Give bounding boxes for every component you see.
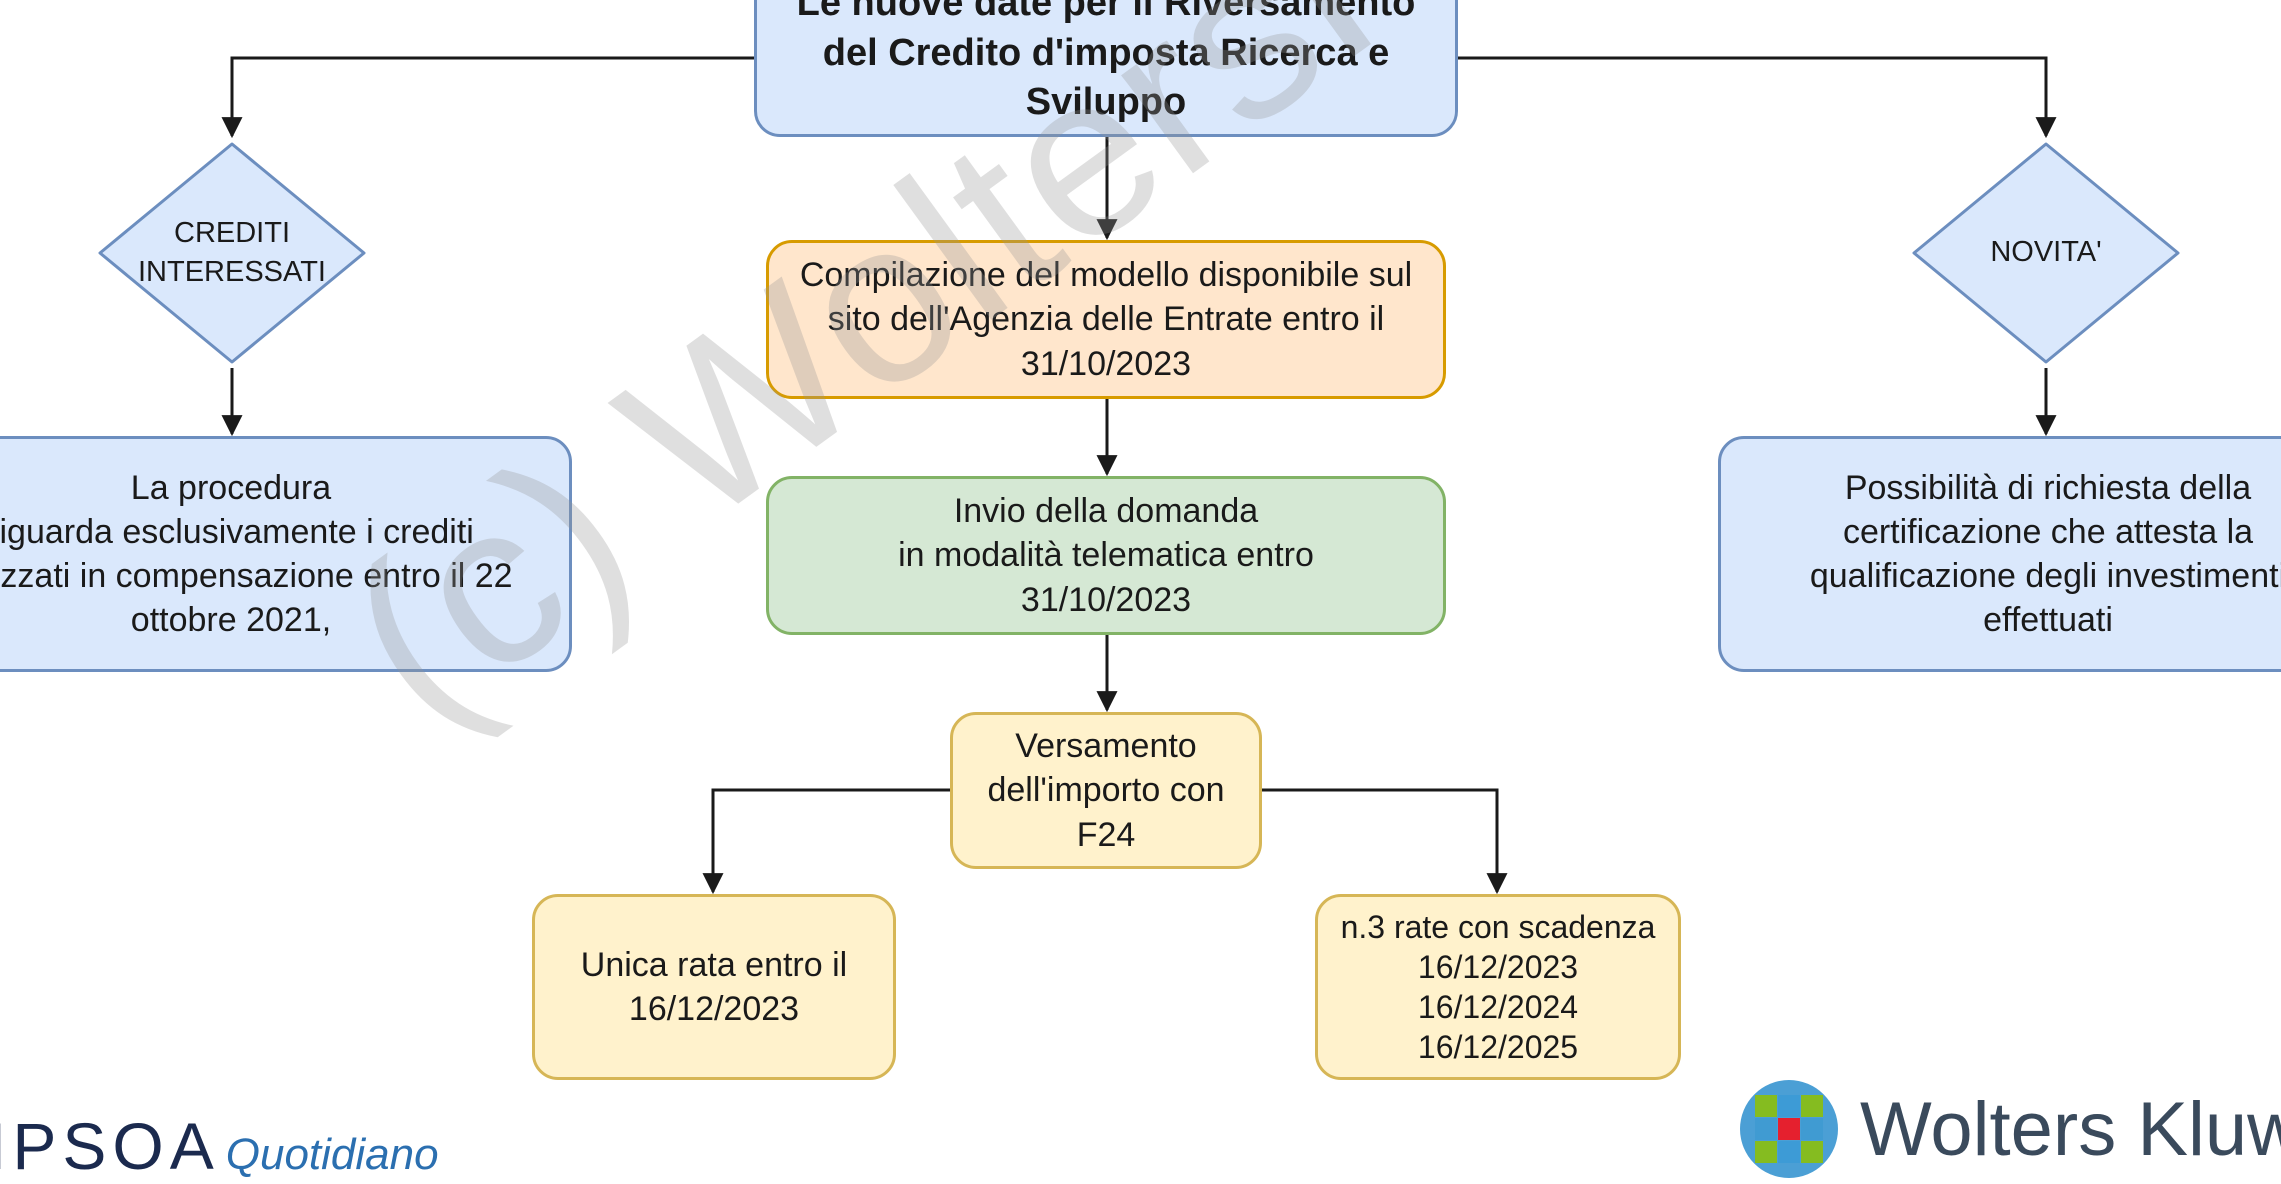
edge-title-to-crediti <box>221 56 754 139</box>
compilazione-text: Compilazione del modello disponibile sul… <box>799 256 1413 383</box>
decision-crediti-interessati: CREDITI INTERESSATI <box>96 140 368 366</box>
versamento-node: Versamento dell'importo con F24 <box>950 712 1262 869</box>
quotidiano-logo-text: Quotidiano <box>225 1130 439 1179</box>
decision-novita: NOVITA' <box>1910 140 2182 366</box>
connector-lines <box>221 56 2057 895</box>
edge-versamento-to-unica <box>702 788 950 895</box>
novita-detail-node: Possibilità di richiesta della certifica… <box>1718 436 2281 672</box>
tre-rate-text: n.3 rate con scadenza 16/12/2023 16/12/2… <box>1340 909 1656 1065</box>
crediti-detail-node: La procedura riguarda esclusivamente i c… <box>0 436 572 672</box>
title-text: Le nuove date per il Riversamento del Cr… <box>796 0 1416 124</box>
edge-versamento-to-tre-rate <box>1262 788 1508 895</box>
unica-rata-text: Unica rata entro il 16/12/2023 <box>580 945 848 1028</box>
compilazione-node: Compilazione del modello disponibile sul… <box>766 240 1446 399</box>
decision-novita-text: NOVITA' <box>1990 236 2102 269</box>
novita-detail-text: Possibilità di richiesta della certifica… <box>1809 468 2281 640</box>
crediti-detail-text: La procedura riguarda esclusivamente i c… <box>0 468 513 640</box>
decision-crediti-text: CREDITI INTERESSATI <box>138 216 326 288</box>
ipsoa-logo-text: IPSOA <box>0 1109 220 1183</box>
invio-text: Invio della domanda in modalità telemati… <box>898 492 1314 619</box>
wolters-kluwer-logo-text: Wolters Kluwer <box>1860 1086 2281 1172</box>
title-node: Le nuove date per il Riversamento del Cr… <box>754 0 1458 137</box>
versamento-text: Versamento dell'importo con F24 <box>987 727 1225 854</box>
edge-title-to-novita <box>1458 56 2057 139</box>
diamond-shape <box>98 142 366 364</box>
tre-rate-node: n.3 rate con scadenza 16/12/2023 16/12/2… <box>1315 894 1681 1080</box>
invio-node: Invio della domanda in modalità telemati… <box>766 476 1446 635</box>
diamond-shape <box>1912 142 2180 364</box>
unica-rata-node: Unica rata entro il 16/12/2023 <box>532 894 896 1080</box>
wolters-kluwer-logo: Wolters Kluwer <box>1738 1078 2281 1180</box>
wolters-kluwer-emblem-icon <box>1740 1080 1838 1178</box>
